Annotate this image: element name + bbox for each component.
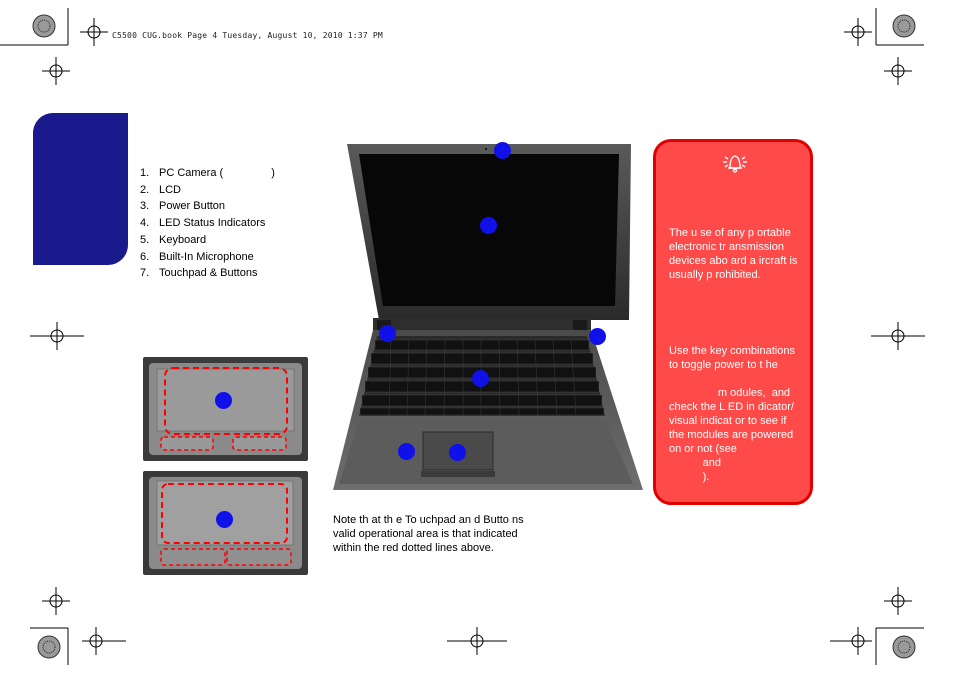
laptop-image bbox=[333, 144, 643, 490]
list-item: 3.Power Button bbox=[140, 200, 226, 213]
marker-lcd bbox=[480, 217, 497, 234]
warning-paragraph-modules: Use the key combinations to toggle power… bbox=[669, 345, 795, 483]
chapter-tab bbox=[33, 113, 128, 265]
marker-keyboard bbox=[472, 370, 489, 387]
feature-list: 1. PC Camera ( ) 2.LCD 3.Power Button 4.… bbox=[140, 165, 275, 282]
alarm-bell-icon bbox=[723, 155, 747, 173]
book-page-info: C5500 CUG.book Page 4 Tuesday, August 10… bbox=[112, 31, 383, 40]
list-item: 1. PC Camera ( ) bbox=[140, 167, 275, 179]
list-item: 6.Built-In Microphone bbox=[140, 250, 254, 263]
list-item: 4.LED Status Indicators bbox=[140, 217, 266, 230]
list-item: 7.Touchpad & Buttons bbox=[140, 267, 258, 280]
warning-box: The u se of any p ortable electronic tr … bbox=[653, 139, 813, 505]
list-item: 5.Keyboard bbox=[140, 233, 207, 246]
warning-paragraph-aircraft: The u se of any p ortable electronic tr … bbox=[669, 227, 798, 281]
marker-touchpad-closeup bbox=[215, 392, 232, 409]
marker-power-button bbox=[379, 325, 396, 342]
marker-touchpad bbox=[449, 444, 466, 461]
list-item: 2.LCD bbox=[140, 183, 182, 196]
marker-touchpad-closeup-2 bbox=[216, 511, 233, 528]
touchpad-closeup-top bbox=[143, 357, 308, 461]
marker-led-indicators bbox=[589, 328, 606, 345]
marker-pc-camera bbox=[494, 142, 511, 159]
touchpad-note: Note th at th e To uchpad an d Butto ns … bbox=[333, 514, 524, 554]
marker-microphone bbox=[398, 443, 415, 460]
